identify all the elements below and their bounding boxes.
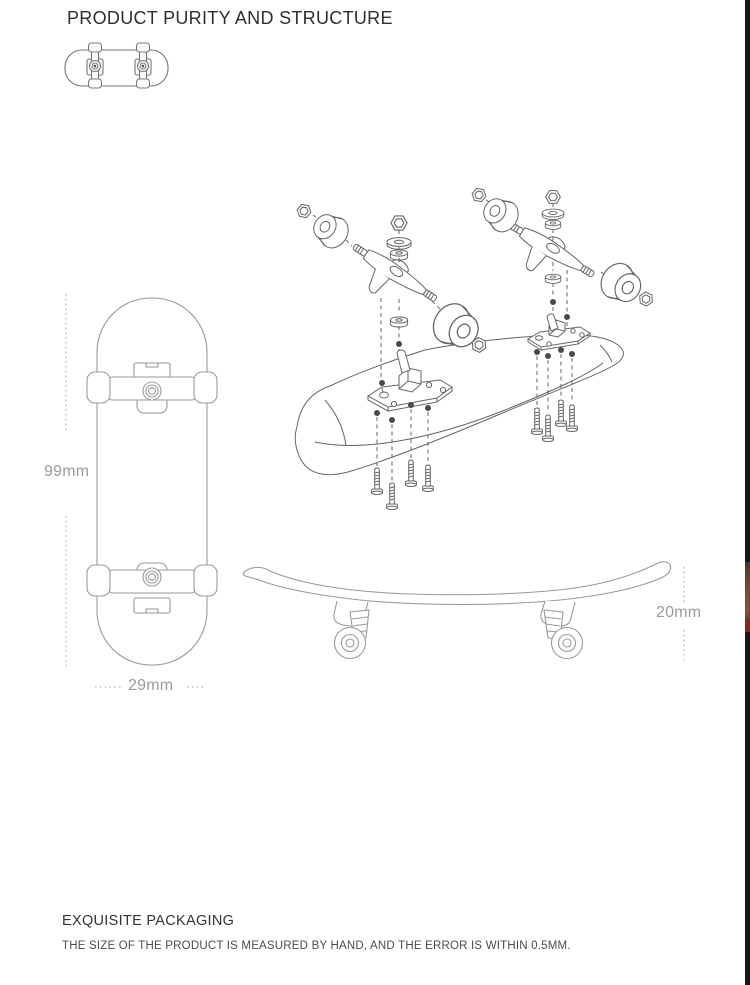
page-title: PRODUCT PURITY AND STRUCTURE: [67, 8, 393, 28]
truck-hanger-right: [470, 187, 656, 311]
truck-bottom: [86, 562, 218, 614]
adjacent-image-edge-strip: [745, 0, 750, 985]
fingerboard-thumbnail-icon: [64, 42, 169, 89]
dimension-height-label: 20mm: [656, 604, 702, 621]
alignment-dots: [374, 299, 575, 423]
edge-strip-red-segment: [745, 620, 750, 632]
truck-hanger-left: [295, 203, 489, 357]
fingerboard-bottom-view: [86, 297, 218, 666]
dimension-width-label: 29mm: [128, 677, 174, 694]
footer-title: EXQUISITE PACKAGING: [62, 913, 235, 929]
side-truck-right: [540, 600, 584, 660]
truck-top: [86, 362, 218, 414]
exploded-assembly-diagram: [294, 187, 656, 510]
fingerboard-side-view: [242, 561, 672, 660]
edge-strip-brown-segment: [745, 562, 750, 622]
footer-note: THE SIZE OF THE PRODUCT IS MEASURED BY H…: [62, 940, 571, 952]
baseplate-right: [527, 313, 591, 351]
dimension-length-label: 99mm: [44, 463, 90, 480]
baseplate-left: [367, 349, 453, 412]
dimension-lines: [65, 294, 685, 688]
side-truck-left: [333, 600, 370, 660]
